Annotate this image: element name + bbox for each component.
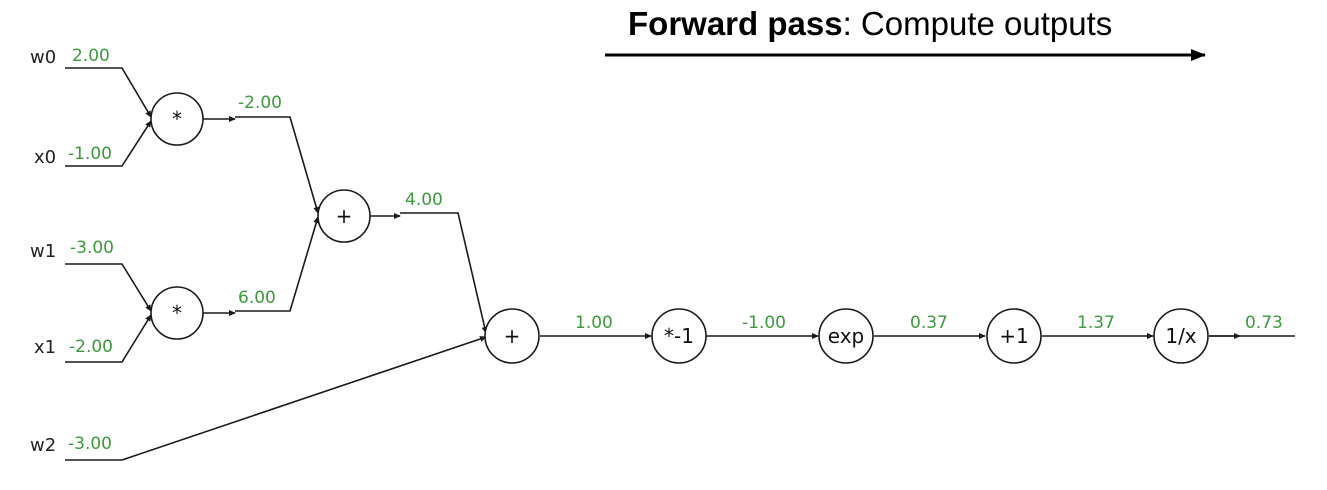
node-negate: *-1 [651, 308, 707, 364]
input-name-x0: x0 [34, 147, 56, 168]
input-name-x1: x1 [34, 337, 56, 358]
node-plus-one: +1 [986, 308, 1042, 364]
edge-value-recip: 0.73 [1245, 313, 1283, 333]
wire-x1-to-mul1 [65, 314, 152, 363]
wire-w0-to-mul0 [65, 67, 152, 118]
node-label-plus-one: +1 [999, 324, 1028, 348]
wire-mul0-to-add0 [235, 116, 320, 214]
input-value-x1: -2.00 [69, 337, 113, 357]
input-name-w0: w0 [30, 47, 56, 68]
edge-value-mul1: 6.00 [238, 288, 276, 308]
node-label-add-0: + [336, 204, 353, 228]
node-label-reciprocal: 1/x [1165, 324, 1196, 348]
node-add-1: + [484, 308, 540, 364]
edge-value-add1: 1.00 [575, 313, 613, 333]
input-name-w2: w2 [30, 435, 56, 456]
node-label-add-1: + [504, 324, 521, 348]
edge-value-exp: 0.37 [910, 313, 948, 333]
wire-add0-to-add1 [400, 212, 488, 334]
edge-value-mul0: -2.00 [238, 93, 282, 113]
input-value-w2: -3.00 [68, 434, 112, 454]
node-reciprocal: 1/x [1153, 308, 1209, 364]
input-value-w0: 2.00 [72, 46, 110, 66]
edge-value-plus1: 1.37 [1077, 313, 1115, 333]
header-title: Forward pass: Compute outputs [628, 5, 1112, 42]
edge-value-neg: -1.00 [742, 313, 786, 333]
wire-x0-to-mul0 [65, 120, 152, 167]
wire-w1-to-mul1 [65, 263, 152, 312]
node-label-mul-1: * [172, 301, 182, 325]
node-label-negate: *-1 [664, 324, 694, 348]
node-mul-0: * [150, 92, 204, 146]
header-bold: Forward pass [628, 5, 843, 42]
edge-value-add0: 4.00 [405, 190, 443, 210]
wire-w2-to-add1 [65, 336, 487, 461]
node-mul-1: * [150, 286, 204, 340]
node-label-exp: exp [828, 324, 864, 348]
node-label-mul-0: * [172, 107, 182, 131]
node-exp: exp [818, 308, 874, 364]
header-rest: : Compute outputs [843, 5, 1113, 42]
node-add-0: + [317, 189, 371, 243]
input-value-w1: -3.00 [70, 238, 114, 258]
wire-mul1-to-add0 [235, 216, 320, 312]
input-name-w1: w1 [30, 241, 56, 262]
input-value-x0: -1.00 [68, 144, 112, 164]
